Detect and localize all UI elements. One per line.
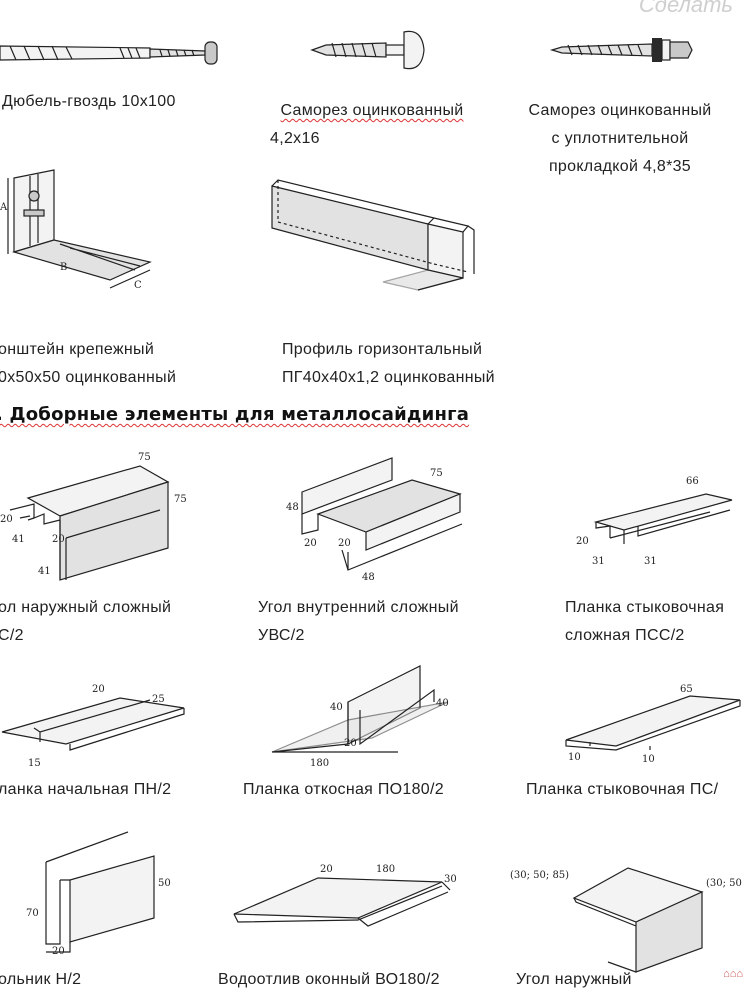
dim-31-a: 31: [592, 556, 605, 567]
dim-20: 20: [576, 536, 589, 547]
dim-25: 25: [152, 694, 165, 705]
dowel-nail-label: Дюбель-гвоздь 10х100: [2, 93, 176, 110]
screw-with-washer-illustration: [549, 38, 693, 62]
inner-corner-line2: УВС/2: [258, 627, 305, 644]
dim-20: 20: [320, 864, 333, 875]
screw2-line3: прокладкой 4,8*35: [548, 158, 692, 175]
dim-30: 30: [444, 874, 457, 885]
galvanized-screw-illustration: [310, 30, 425, 70]
outer-corner-label: ол наружный сложный С/2: [0, 594, 171, 650]
starter-strip-label: ланка начальная ПН/2: [0, 781, 172, 798]
dim-10-b: 10: [642, 754, 655, 765]
dim-20-a: 20: [304, 538, 317, 549]
dim-75-right: 75: [174, 494, 187, 505]
dim-75-right: 75: [430, 468, 443, 479]
joint-strip-label: Планка стыковочная ПС/: [526, 781, 719, 798]
dim-20-mid: 20: [52, 534, 65, 545]
dim-20: 20: [92, 684, 105, 695]
joint-strip-line2: сложная ПСС/2: [565, 627, 685, 644]
screw2-line2: с уплотнительной: [551, 130, 689, 147]
j-profile-drawing: 50 70 20: [26, 831, 171, 957]
dim-41-bottom: 41: [38, 566, 51, 577]
dim-66: 66: [686, 476, 699, 487]
horizontal-profile-label: Профиль горизонтальный ПГ40х40х1,2 оцинк…: [282, 336, 495, 392]
window-drip-label: Водоотлив оконный ВО180/2: [218, 971, 440, 988]
bracket-illustration: A B C: [0, 169, 152, 291]
outer-corner-label-bottom: Угол наружный: [516, 971, 632, 988]
starter-strip-drawing: 20 25 15: [1, 684, 185, 769]
slope-strip-drawing: 40 40 20 180: [271, 665, 449, 769]
dim-20-left: 20: [0, 514, 13, 525]
outer-corner-complex-drawing: 75 75 20 41 20 41: [0, 452, 187, 581]
section-heading-text: . Доборные элементы для металлосайдинга: [0, 404, 470, 425]
j-profile-label: ольник Н/2: [0, 971, 82, 988]
bracket-dim-b: B: [60, 262, 67, 273]
dim-10-a: 10: [568, 752, 581, 763]
inner-corner-complex-drawing: 48 75 20 20 48: [286, 457, 463, 583]
bracket-label: онштейн крепежный 0х50х50 оцинкованный: [0, 336, 176, 392]
joint-strip-drawing: 65 10 10: [565, 684, 741, 765]
galvanized-screw-label: Саморез оцинкованный 4,2х16: [262, 97, 482, 153]
dim-30-50-right: (30; 50: [706, 878, 742, 889]
dim-75-top: 75: [138, 452, 151, 463]
dim-20-b: 20: [338, 538, 351, 549]
dim-48-left: 48: [286, 502, 299, 513]
screw2-line1: Саморез оцинкованный: [528, 102, 712, 119]
outer-corner-line2: С/2: [0, 627, 24, 644]
bracket-dim-c: C: [134, 280, 142, 291]
joint-strip-complex-label: Планка стыковочная сложная ПСС/2: [565, 594, 724, 650]
horizontal-profile-illustration: [271, 179, 475, 291]
dim-40-b: 40: [436, 698, 449, 709]
dim-15: 15: [28, 758, 41, 769]
window-drip-drawing: 20 180 30: [233, 864, 457, 927]
joint-strip-line1: Планка стыковочная: [565, 599, 725, 616]
horizontal-line1: Профиль горизонтальный: [282, 341, 483, 358]
inner-corner-line1: Угол внутренний сложный: [258, 599, 459, 616]
horizontal-line2: ПГ40х40х1,2 оцинкованный: [282, 369, 495, 386]
bracket-line2: 0х50х50 оцинкованный: [0, 369, 177, 386]
section-heading: . Доборные элементы для металлосайдинга: [0, 404, 469, 425]
dim-65: 65: [680, 684, 693, 695]
dim-48-bottom: 48: [362, 572, 375, 583]
dim-20: 20: [344, 738, 357, 749]
outer-corner-line1: ол наружный сложный: [0, 599, 172, 616]
dim-50: 50: [158, 878, 171, 889]
dim-70: 70: [26, 908, 39, 919]
bracket-line1: онштейн крепежный: [0, 341, 155, 358]
bracket-dim-a: A: [0, 202, 8, 213]
screw-with-washer-label: Саморез оцинкованный с уплотнительной пр…: [515, 97, 725, 181]
dim-30-50-85: (30; 50; 85): [510, 870, 569, 881]
watermark-text: Сделать: [638, 0, 733, 17]
dim-180: 180: [310, 758, 329, 769]
joint-strip-complex-drawing: 66 20 31 31: [576, 476, 733, 567]
dim-41-left: 41: [12, 534, 25, 545]
outer-corner-drawing: (30; 50; 85) (30; 50: [510, 867, 742, 973]
inner-corner-label: Угол внутренний сложный УВС/2: [258, 594, 459, 650]
slope-strip-label: Планка откосная ПО180/2: [243, 781, 444, 798]
dim-20: 20: [52, 946, 65, 957]
dim-180: 180: [376, 864, 395, 875]
dim-31-b: 31: [644, 556, 657, 567]
dowel-nail-illustration: [0, 41, 218, 65]
site-logo-icon: ⌂⌂⌂: [723, 968, 743, 980]
dim-40-a: 40: [330, 702, 343, 713]
screw-word: Саморез оцинкованный: [280, 102, 464, 119]
screw-size: 4,2х16: [270, 130, 320, 147]
